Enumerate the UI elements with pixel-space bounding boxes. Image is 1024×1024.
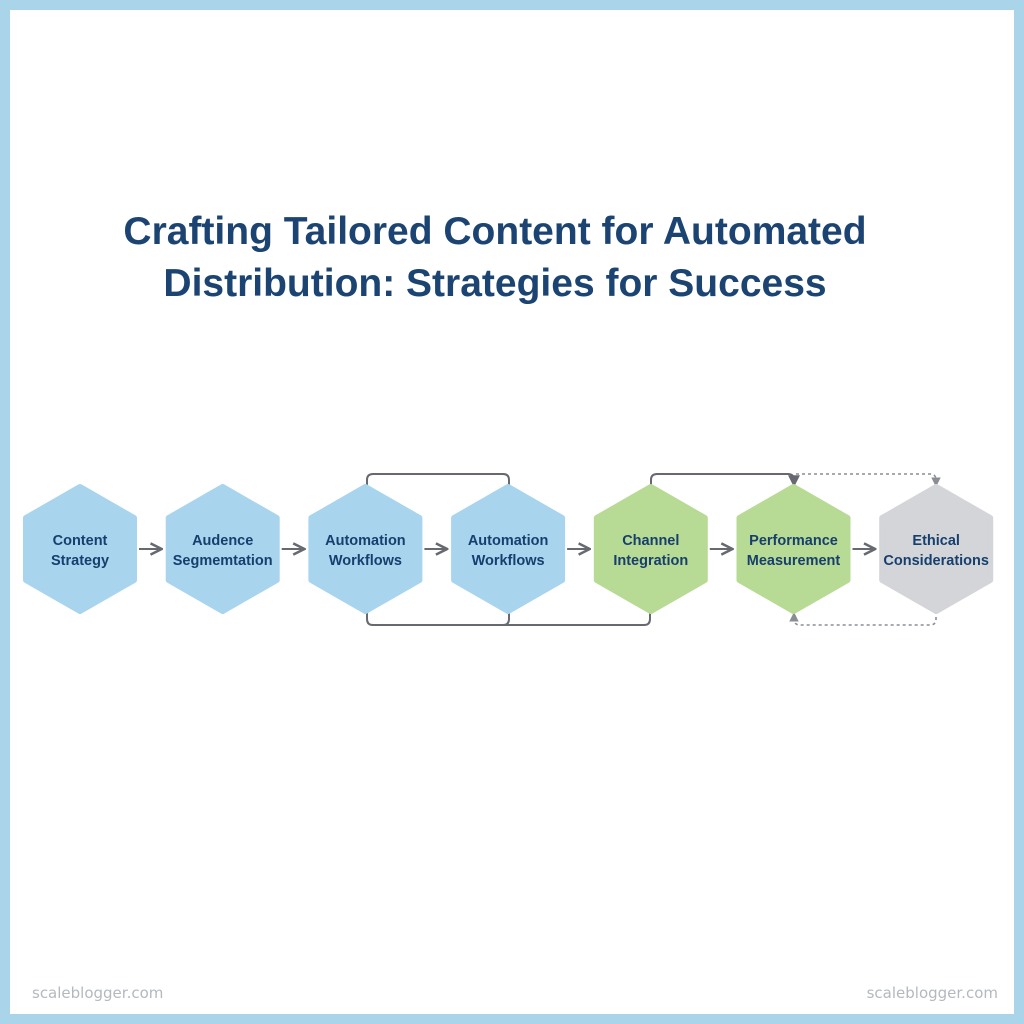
title-line-1: Crafting Tailored Content for Automated bbox=[123, 210, 867, 253]
node-label-line: Workflows bbox=[329, 553, 402, 569]
node-label-line: Channel bbox=[622, 533, 679, 549]
node-label-line: Audence bbox=[192, 533, 253, 549]
node-label-line: Automation bbox=[325, 533, 406, 549]
dotted-bottom-to-performance bbox=[789, 611, 937, 626]
watermark-right: scaleblogger.com bbox=[866, 984, 998, 1002]
page-title: Crafting Tailored Content for Automated … bbox=[40, 206, 950, 310]
node-label-line: Considerations bbox=[883, 553, 989, 569]
hexagon-shape bbox=[308, 484, 423, 614]
node-label-line: Ethical bbox=[912, 533, 960, 549]
node-label-line: Automation bbox=[468, 533, 549, 549]
dotted-top-to-ethical bbox=[796, 473, 941, 487]
hexagon-shape bbox=[879, 484, 994, 614]
node-label-line: Measurement bbox=[747, 553, 841, 569]
node-label-line: Workflows bbox=[472, 553, 545, 569]
title-line-2: Distribution: Strategies for Success bbox=[163, 262, 827, 305]
bracket-top-channel-to-performance bbox=[650, 473, 800, 488]
node-label-line: Content bbox=[53, 533, 108, 549]
node-label-line: Segmemtation bbox=[173, 553, 273, 569]
bracket-top-automation bbox=[366, 473, 510, 488]
bracket-bottom-automation-split bbox=[502, 611, 510, 626]
hexagon-shape bbox=[736, 484, 851, 614]
hexagon-shape bbox=[165, 484, 280, 614]
bracket-bottom-automation bbox=[366, 611, 651, 626]
watermark-left: scaleblogger.com bbox=[32, 984, 164, 1002]
hexagon-shape bbox=[451, 484, 566, 614]
hexagon-shape bbox=[593, 484, 708, 614]
hexagon-shape bbox=[23, 484, 137, 614]
node-label-line: Performance bbox=[749, 533, 838, 549]
node-label-line: Strategy bbox=[51, 553, 109, 569]
node-label-line: Integration bbox=[613, 553, 688, 569]
